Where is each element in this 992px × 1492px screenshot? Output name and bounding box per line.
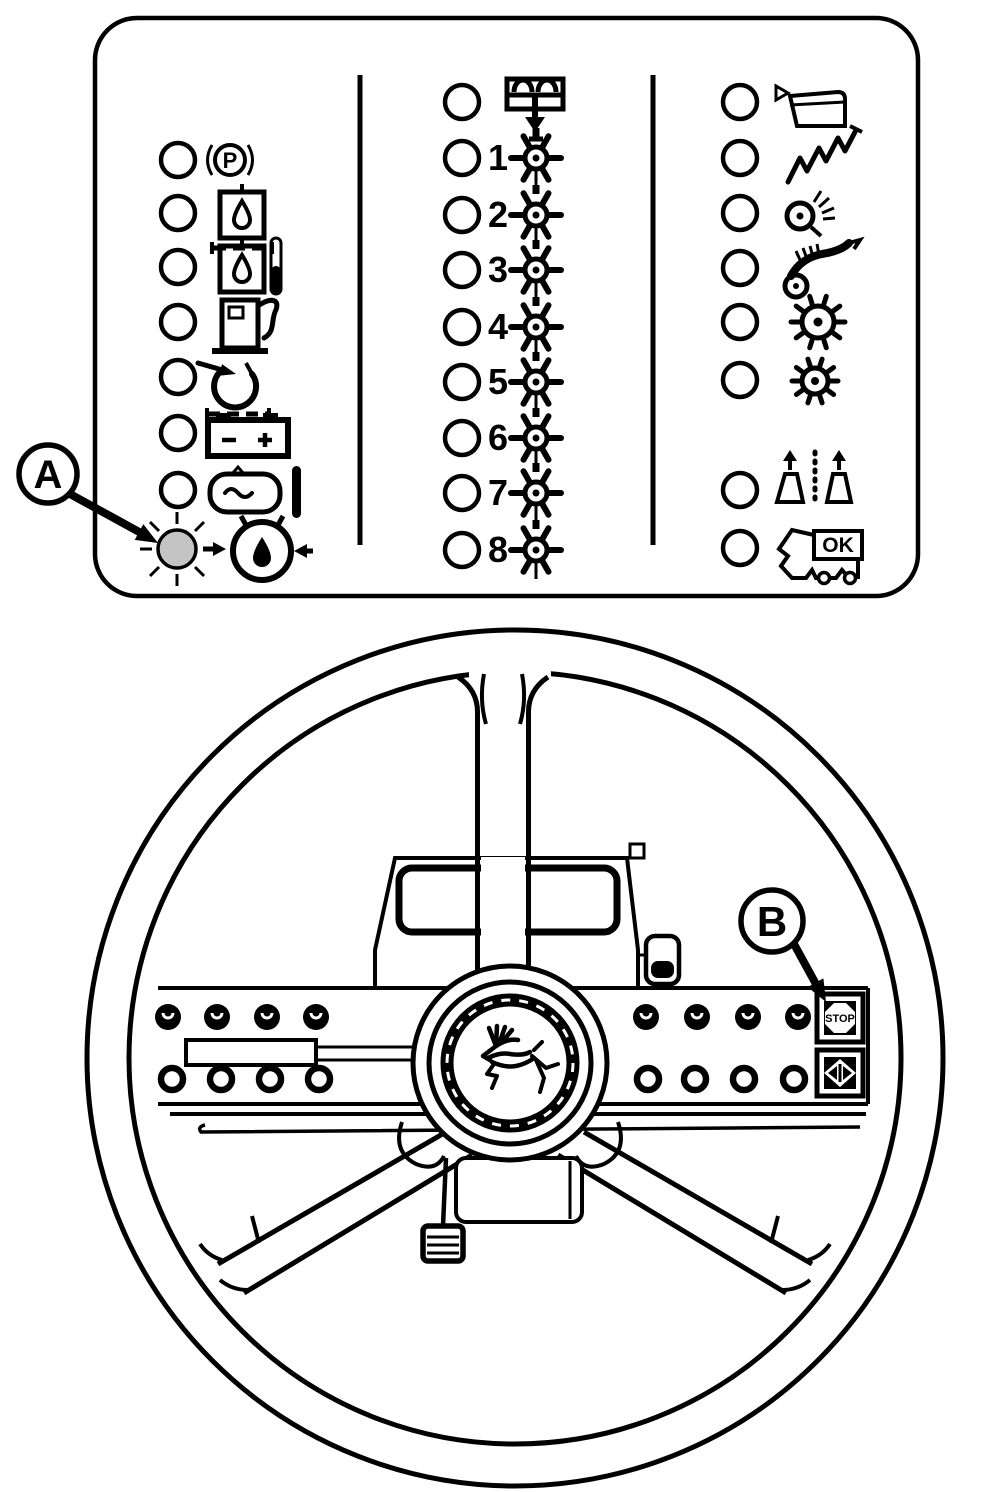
console-knob[interactable] — [202, 1002, 232, 1032]
housing-tab — [628, 842, 646, 860]
console-button[interactable] — [684, 1068, 706, 1090]
console-button[interactable] — [733, 1068, 755, 1090]
row-monitor-column: 1 2 3 4 5 6 7 8 — [445, 76, 566, 579]
markers-raise-icon — [774, 449, 854, 508]
column-lower-box — [454, 1156, 584, 1224]
warning-light — [723, 251, 757, 285]
row-number: 7 — [488, 472, 508, 513]
warning-light — [161, 196, 195, 230]
warning-light — [445, 141, 479, 175]
warning-light — [723, 531, 757, 565]
console-button[interactable] — [210, 1068, 232, 1090]
function-light-column: OK — [723, 83, 865, 586]
unloading-auger-icon — [785, 124, 863, 185]
stop-button-label: STOP — [825, 1013, 855, 1025]
console-knob[interactable] — [682, 1002, 712, 1032]
column-left-fillet — [456, 674, 480, 713]
control-lever[interactable] — [184, 1038, 412, 1067]
console-button[interactable] — [161, 1068, 183, 1090]
console-knob[interactable] — [301, 1002, 331, 1032]
console-button[interactable] — [259, 1068, 281, 1090]
callout-b-label: B — [757, 898, 787, 945]
tilt-pedal[interactable] — [420, 1157, 466, 1264]
console-button[interactable] — [637, 1068, 659, 1090]
indicator-light-panel: P — [92, 15, 921, 599]
hopper-auger-icon — [504, 76, 566, 142]
console-knob[interactable] — [631, 1002, 661, 1032]
warning-light — [445, 476, 479, 510]
steering-wheel: STOP B — [84, 627, 946, 1489]
warning-light — [161, 473, 195, 507]
warning-light — [723, 363, 757, 397]
panel-border — [92, 15, 921, 599]
warning-light — [723, 196, 757, 230]
console-button[interactable] — [308, 1068, 330, 1090]
leaping-deer-logo — [480, 1023, 560, 1094]
warning-light — [161, 360, 195, 394]
warning-light — [445, 198, 479, 232]
console-knob[interactable] — [733, 1002, 763, 1032]
console-knob[interactable] — [783, 1002, 813, 1032]
row-number: 3 — [488, 249, 508, 290]
elevator-icon — [782, 236, 865, 300]
console-knob[interactable] — [153, 1002, 183, 1032]
warning-icon-column-1: P — [195, 143, 313, 583]
warning-light — [445, 253, 479, 287]
warning-light — [723, 141, 757, 175]
steering-hub — [410, 963, 610, 1163]
side-switch[interactable] — [643, 933, 682, 987]
rim-tick-left — [479, 673, 488, 725]
console-knob[interactable] — [252, 1002, 282, 1032]
console-button[interactable] — [783, 1068, 805, 1090]
warning-light — [445, 421, 479, 455]
coolant-temperature-icon — [207, 464, 301, 518]
warning-light — [723, 473, 757, 507]
hydraulic-oil-temperature-icon — [217, 236, 283, 296]
warning-light — [723, 85, 757, 119]
warning-light — [161, 305, 195, 339]
spoke-boss-left — [397, 1121, 446, 1169]
machine-ok-label: OK — [822, 534, 854, 557]
parking-brake-letter: P — [223, 148, 238, 173]
row-number: 4 — [488, 306, 508, 347]
warning-light — [445, 85, 479, 119]
hazard-arrows-icon — [828, 1064, 852, 1082]
warning-light — [445, 365, 479, 399]
wheel-spokes — [198, 1129, 832, 1296]
callout-b: B — [738, 887, 826, 1002]
machine-ok-icon: OK — [776, 527, 864, 586]
lit-warning-light — [140, 512, 206, 586]
grain-tank-icon — [774, 83, 847, 128]
column-right-fillet — [526, 674, 550, 713]
air-restriction-icon — [195, 360, 271, 420]
callout-a-label: A — [34, 453, 63, 497]
parking-brake-icon: P — [206, 143, 254, 177]
row-number: 8 — [488, 529, 508, 570]
callout-a: A — [16, 442, 158, 543]
warning-light — [161, 250, 195, 284]
row-number: 2 — [488, 194, 508, 235]
fuel-level-icon — [212, 297, 280, 354]
row-number: 5 — [488, 361, 508, 402]
fan-icon — [784, 190, 836, 238]
stop-button[interactable]: STOP — [814, 991, 866, 1045]
row-number: 6 — [488, 417, 508, 458]
warning-light — [161, 416, 195, 450]
engine-oil-pressure-icon — [203, 514, 313, 583]
warning-light — [445, 310, 479, 344]
row-number: 1 — [488, 137, 508, 178]
warning-light — [445, 533, 479, 567]
hazard-flasher-button[interactable] — [814, 1047, 866, 1099]
warning-light — [723, 305, 757, 339]
warning-light — [161, 143, 195, 177]
warning-light-column-1 — [140, 143, 206, 586]
rim-tick-right — [518, 673, 527, 725]
battery-charge-icon — [205, 413, 291, 459]
